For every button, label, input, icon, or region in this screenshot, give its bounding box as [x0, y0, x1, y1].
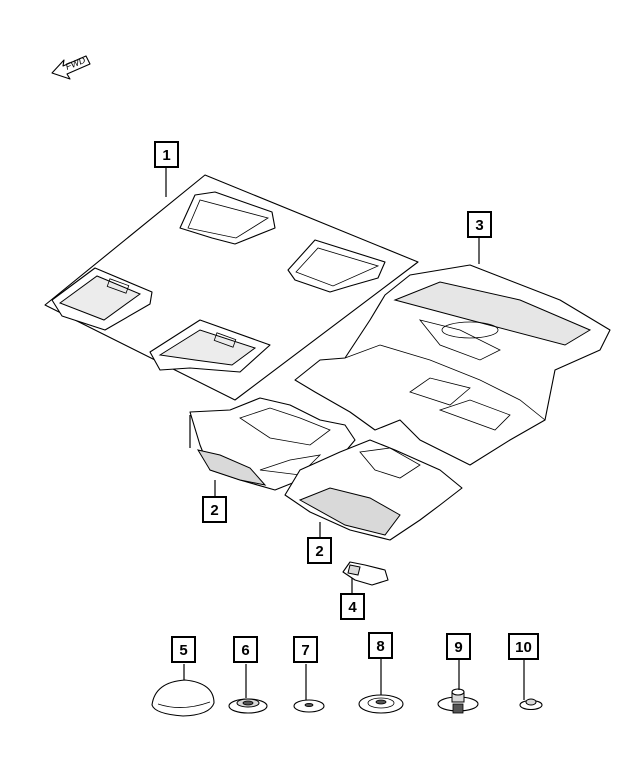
callout-2-left: 2: [202, 496, 227, 523]
callout-9: 9: [446, 633, 471, 660]
plug-part: [151, 679, 215, 717]
washer-part: [293, 699, 325, 713]
callout-7: 7: [293, 636, 318, 663]
callout-8: 8: [368, 632, 393, 659]
large-retainer-part: [358, 694, 404, 714]
svg-text:4: 4: [348, 599, 357, 616]
callout-6: 6: [233, 636, 258, 663]
callout-10: 10: [508, 633, 539, 660]
push-fastener-part: [437, 688, 479, 714]
carpet-clip-part: [342, 561, 389, 586]
rear-floor-carpet: [294, 264, 611, 466]
svg-text:2: 2: [210, 502, 218, 519]
svg-text:6: 6: [241, 642, 249, 659]
floor-mat-set: [44, 174, 419, 401]
svg-text:7: 7: [301, 642, 309, 659]
svg-text:5: 5: [179, 642, 187, 659]
svg-text:3: 3: [475, 217, 483, 234]
nut-part: [519, 698, 543, 711]
callout-2-right: 2: [307, 537, 332, 564]
leader-lines: [165, 168, 525, 700]
forward-arrow-icon: FWD: [51, 55, 91, 80]
svg-text:2: 2: [315, 543, 323, 560]
callout-4: 4: [340, 593, 365, 620]
callout-3: 3: [467, 211, 492, 238]
svg-text:10: 10: [515, 639, 532, 656]
callout-5: 5: [171, 636, 196, 663]
svg-text:8: 8: [376, 638, 384, 655]
retainer-part: [228, 698, 268, 714]
front-right-floor-carpet: [284, 439, 463, 541]
svg-text:9: 9: [454, 639, 462, 656]
callout-1: 1: [154, 141, 179, 168]
svg-text:1: 1: [162, 147, 170, 164]
